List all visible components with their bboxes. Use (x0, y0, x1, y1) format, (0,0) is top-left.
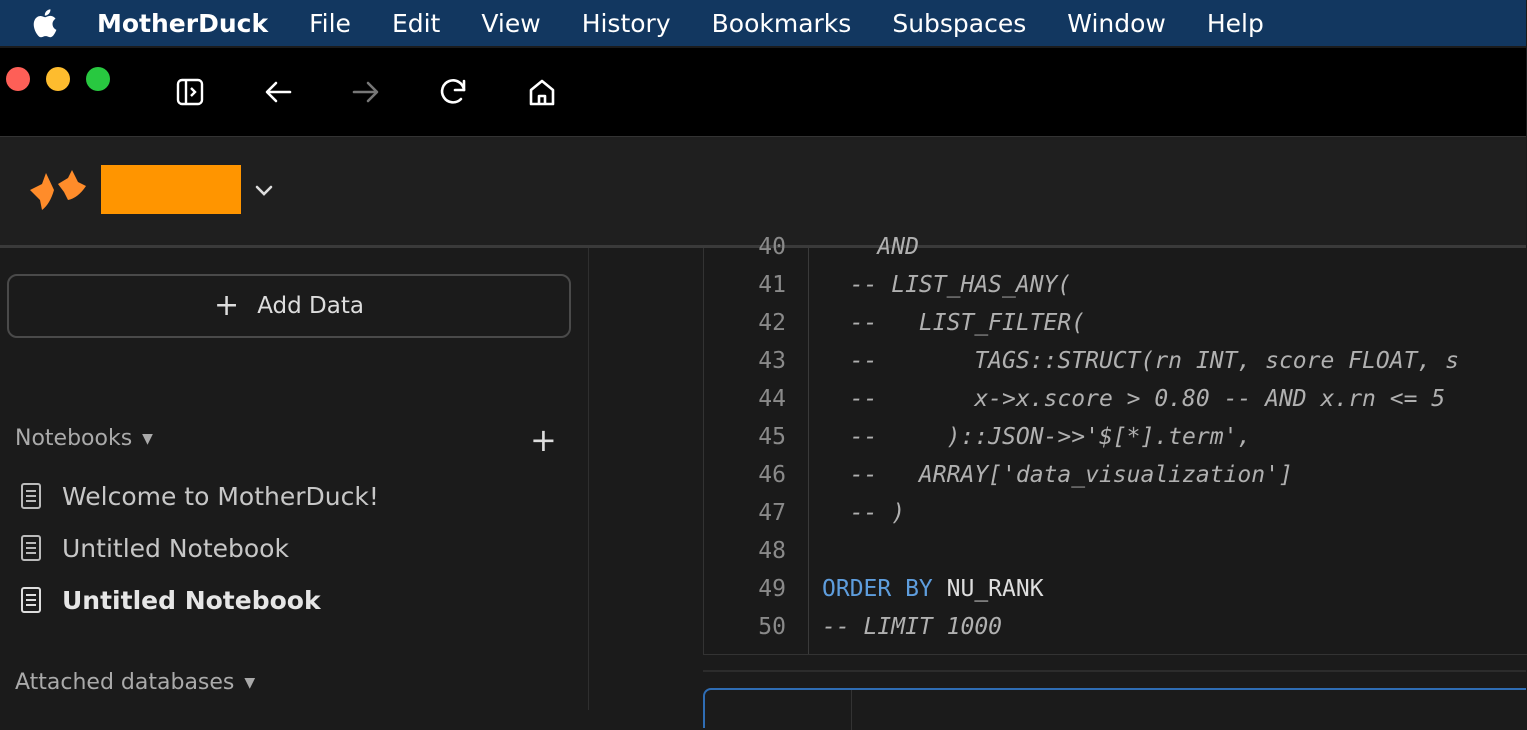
sidebar-toggle-icon[interactable] (174, 74, 206, 110)
code-line: -- LIST_FILTER( (822, 310, 1086, 336)
cell-gutter-divider (851, 690, 852, 730)
apple-icon[interactable] (31, 8, 57, 38)
line-number: 43 (758, 348, 786, 374)
menu-view[interactable]: View (481, 8, 541, 38)
sidebar: + Add Data Notebooks ▼ + Welcome to Moth… (0, 248, 589, 710)
menu-edit[interactable]: Edit (391, 8, 441, 38)
line-number: 41 (758, 272, 786, 298)
browser-toolbar (0, 48, 1526, 137)
menu-bar: MotherDuck File Edit View History Bookma… (0, 0, 1526, 46)
menu-bookmarks[interactable]: Bookmarks (711, 8, 852, 38)
notebook-label: Welcome to MotherDuck! (62, 481, 379, 511)
line-number: 46 (758, 462, 786, 488)
reload-icon[interactable] (438, 74, 470, 110)
code-line: AND (822, 234, 919, 260)
add-notebook-button[interactable]: + (530, 421, 557, 459)
notebook-main: 40 AND 41 -- LIST_HAS_ANY( 42 -- LIST_FI… (589, 234, 1527, 730)
sql-editor[interactable]: 40 AND 41 -- LIST_HAS_ANY( 42 -- LIST_FI… (703, 234, 1527, 655)
notebook-doc-icon (21, 535, 41, 561)
menu-app-name[interactable]: MotherDuck (97, 8, 269, 38)
menu-subspaces[interactable]: Subspaces (892, 8, 1027, 38)
home-icon[interactable] (526, 74, 558, 110)
forward-arrow-icon[interactable] (350, 74, 382, 110)
menu-window[interactable]: Window (1067, 8, 1166, 38)
browser-window: + Add Data Notebooks ▼ + Welcome to Moth… (0, 48, 1527, 730)
notebook-label: Untitled Notebook (62, 533, 289, 563)
attached-databases-heading: Attached databases (15, 670, 235, 695)
app-header (0, 137, 1526, 248)
notebooks-section-toggle[interactable]: Notebooks ▼ (15, 426, 153, 451)
line-number: 42 (758, 310, 786, 336)
chevron-down-icon[interactable] (252, 181, 276, 201)
next-notebook-cell[interactable] (703, 688, 1526, 730)
line-number: 45 (758, 424, 786, 450)
notebooks-heading: Notebooks (15, 426, 133, 451)
line-number: 40 (758, 234, 786, 260)
close-window-button[interactable] (6, 67, 30, 91)
minimize-window-button[interactable] (46, 67, 70, 91)
code-line: -- TAGS::STRUCT(rn INT, score FLOAT, s (822, 348, 1459, 374)
zoom-window-button[interactable] (86, 67, 110, 91)
notebook-label: Untitled Notebook (62, 585, 321, 615)
line-number: 47 (758, 500, 786, 526)
add-data-label: Add Data (257, 293, 364, 319)
menu-help[interactable]: Help (1206, 8, 1264, 38)
notebook-item-active[interactable]: Untitled Notebook (20, 580, 321, 620)
attached-databases-toggle[interactable]: Attached databases ▼ (15, 670, 255, 695)
line-number: 44 (758, 386, 786, 412)
notebook-doc-icon (21, 483, 41, 509)
code-line: -- )::JSON->>'$[*].term', (822, 424, 1252, 450)
sql-keyword: ORDER BY (822, 576, 933, 602)
back-arrow-icon[interactable] (262, 74, 294, 110)
notebook-item[interactable]: Untitled Notebook (20, 528, 289, 568)
code-line: -- LIMIT 1000 (822, 614, 1003, 640)
notebook-doc-icon (21, 587, 41, 613)
line-number: 50 (758, 614, 786, 640)
add-data-button[interactable]: + Add Data (7, 274, 571, 338)
code-line: -- LIST_HAS_ANY( (822, 272, 1072, 298)
caret-down-icon: ▼ (142, 430, 153, 447)
organization-name-redacted[interactable] (101, 165, 241, 214)
caret-down-icon: ▼ (244, 674, 256, 691)
code-line: -- x->x.score > 0.80 -- AND x.rn <= 5 (822, 386, 1446, 412)
motherduck-logo[interactable] (28, 170, 90, 218)
code-line: -- ARRAY['data_visualization'] (822, 462, 1293, 488)
menu-file[interactable]: File (309, 8, 351, 38)
code-line: -- ) (822, 500, 906, 526)
line-number: 48 (758, 538, 786, 564)
line-number: 49 (758, 576, 786, 602)
gutter-divider (808, 248, 809, 654)
plus-icon: + (214, 288, 240, 323)
code-line: ORDER BY NU_RANK (822, 576, 1044, 602)
menu-history[interactable]: History (581, 8, 671, 38)
cell-divider (703, 670, 1526, 672)
sql-identifier: NU_RANK (932, 576, 1044, 602)
notebook-item[interactable]: Welcome to MotherDuck! (20, 476, 379, 516)
